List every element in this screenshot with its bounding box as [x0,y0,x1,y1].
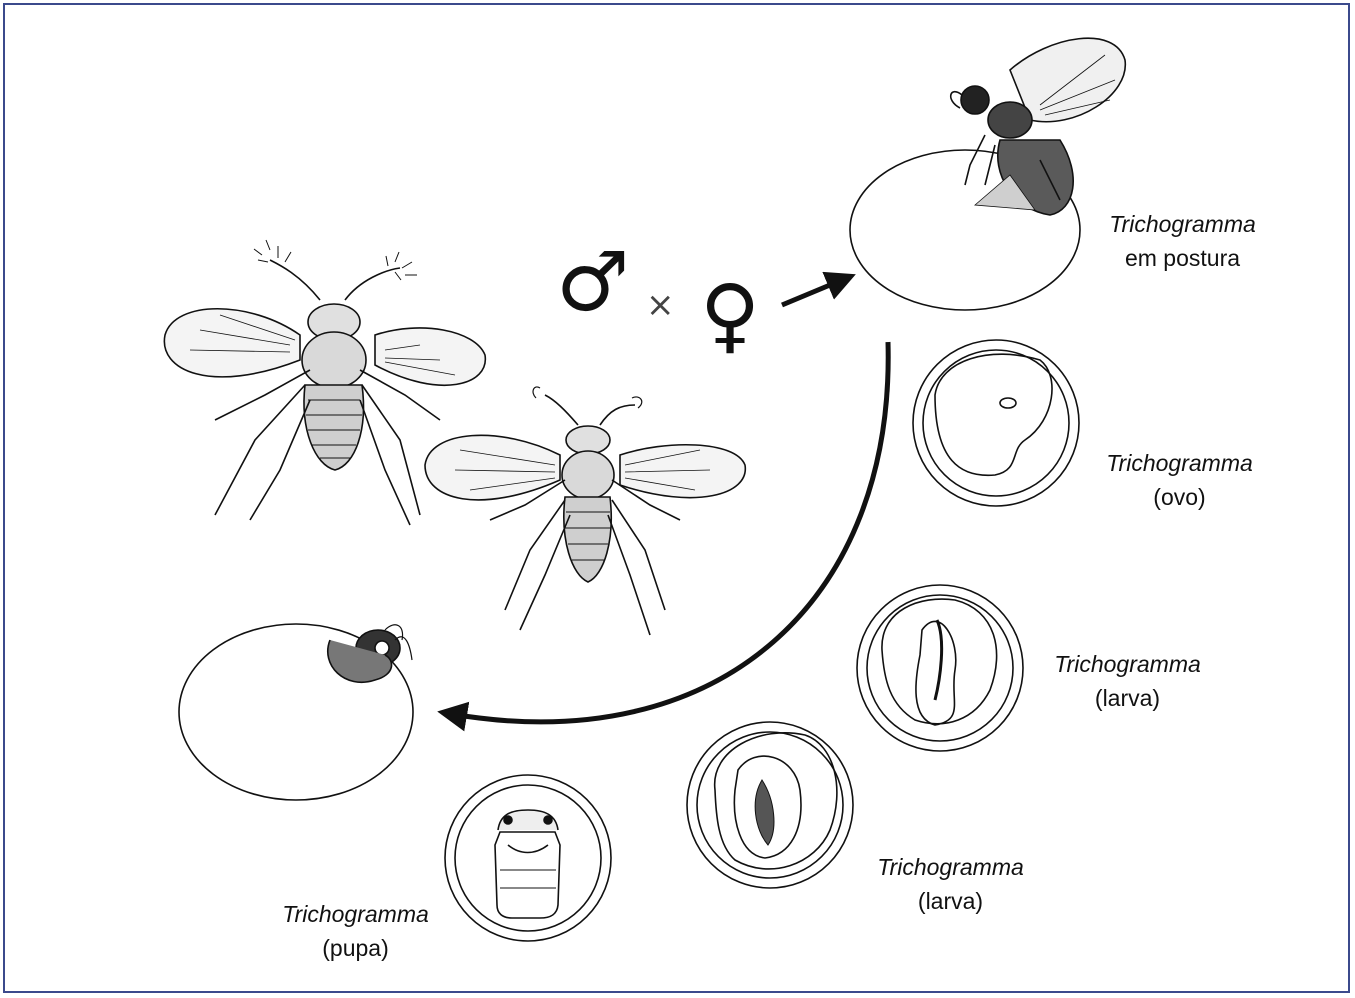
female-wasp-drawing [425,387,745,635]
label-larva-1: Trichogramma (larva) [1030,647,1225,715]
label-laying-stage: em postura [1085,241,1280,275]
label-larva-2-genus: Trichogramma [853,850,1048,884]
label-larva-2-stage: (larva) [853,884,1048,918]
label-pupa-stage: (pupa) [258,931,453,965]
label-egg-genus: Trichogramma [1082,446,1277,480]
female-symbol: ♀ [700,266,760,366]
cross-symbol: × [646,285,675,325]
label-laying-genus: Trichogramma [1085,207,1280,241]
label-egg-stage: (ovo) [1082,480,1277,514]
life-cycle-arrow [452,342,888,722]
label-laying: Trichogramma em postura [1085,207,1280,275]
label-larva-1-stage: (larva) [1030,681,1225,715]
label-pupa-genus: Trichogramma [258,897,453,931]
male-symbol: ♂ [556,238,630,328]
larva-stage-2-drawing [687,722,853,888]
label-pupa: Trichogramma (pupa) [258,897,453,965]
label-larva-1-genus: Trichogramma [1030,647,1225,681]
larva-stage-1-drawing [857,585,1023,751]
pupa-stage-drawing [445,775,611,941]
host-egg-emergence [179,624,413,800]
arrow-to-laying [782,280,842,305]
label-egg: Trichogramma (ovo) [1082,446,1277,514]
label-larva-2: Trichogramma (larva) [853,850,1048,918]
egg-stage-drawing [913,340,1079,506]
